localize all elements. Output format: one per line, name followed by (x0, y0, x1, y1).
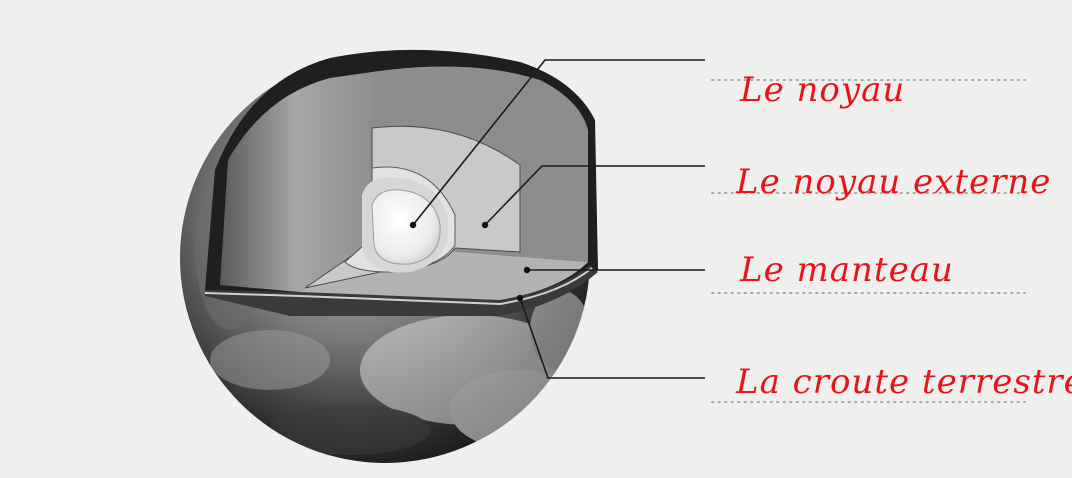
label-crust: La croute terrestre (736, 362, 1072, 402)
dot-core (410, 222, 416, 228)
dot-mantle (524, 267, 530, 273)
label-mantle: Le manteau (740, 250, 954, 290)
dot-crust (517, 295, 523, 301)
label-outer-core: Le noyau externe (736, 162, 1051, 202)
dotted-guides (712, 80, 1025, 402)
label-core: Le noyau (740, 70, 905, 110)
dot-outer-core (482, 222, 488, 228)
